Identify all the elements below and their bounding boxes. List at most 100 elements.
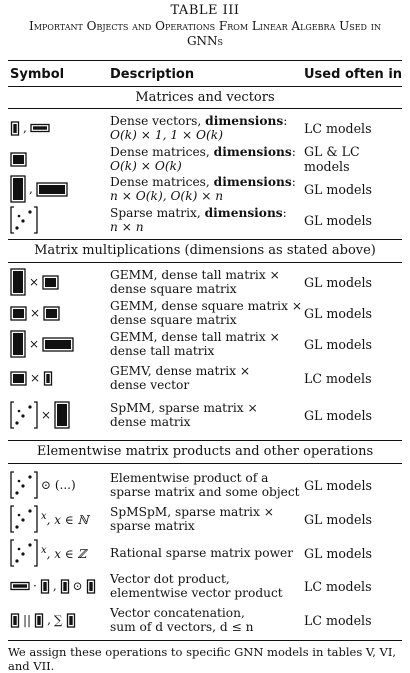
description-cell: Dense matrices, dimensions:n × O(k), O(k… [110,174,296,204]
dense-vector-icon [10,612,20,628]
dense-vector-icon [10,120,20,136]
symbol-cell: · , ⊙ [10,570,96,602]
header-description: Description [110,67,195,82]
dense-vector-icon [43,370,53,386]
description-cell: Sparse matrix, dimensions:n × n [110,205,287,235]
dense-tall-matrix-icon [10,330,26,358]
table-caption: Important Objects and Operations From Li… [29,19,381,48]
table-row: x, x ∈ ℕ SpMSpM, sparse matrix ×sparse m… [8,502,402,536]
table-row: · , ⊙ Vector dot product,elementwise vec… [8,570,402,602]
table-row: × SpMM, sparse matrix ×dense matrix GL m… [8,398,402,432]
symbol-cell: × [10,362,53,394]
used-cell: LC models [304,612,372,628]
sparse-matrix-icon [10,505,38,533]
table-row: Sparse matrix, dimensions:n × n GL model… [8,204,402,236]
dense-tall-matrix-icon [54,401,70,429]
used-cell: GL models [304,181,372,197]
symbol-cell: x, x ∈ ℕ [10,502,89,536]
used-cell: GL & LC models [304,144,360,174]
hadamard-operator-icon: ⊙ [72,579,83,593]
dense-row-vector-icon [30,123,50,133]
sum-operator-icon: ∑ [53,613,63,627]
table-number: TABLE III [170,3,240,18]
section-title: Matrix multiplications (dimensions as st… [34,243,376,258]
symbol-operator: , x ∈ ℤ [46,547,87,561]
symbol-cell: , [10,112,50,144]
dense-wide-matrix-icon [42,336,74,352]
section-rule [8,440,402,441]
dense-vector-icon [60,578,69,594]
symbol-operator: , x ∈ ℕ [46,513,89,527]
description-cell: Dense vectors, dimensions:O(k) × 1, 1 × … [110,113,288,143]
symbol-cell: × [10,266,59,298]
dense-square-matrix-icon [10,151,27,167]
symbol-cell [10,204,38,236]
header-used: Used often in [304,67,403,82]
section-title: Matrices and vectors [135,90,275,105]
table-row: x, x ∈ ℤ Rational sparse matrix power GL… [8,536,402,570]
dense-square-matrix-icon [10,370,27,386]
dense-vector-icon [86,578,95,594]
top-rule [8,60,402,62]
section-title: Elementwise matrix products and other op… [36,444,374,459]
description-cell: GEMV, dense matrix ×dense vector [110,363,251,393]
description-cell: Rational sparse matrix power [110,545,294,560]
bottom-rule [8,640,402,642]
description-cell: SpMM, sparse matrix ×dense matrix [110,400,258,430]
description-cell: SpMSpM, sparse matrix ×sparse matrix [110,504,274,534]
description-cell: GEMM, dense square matrix ×dense square … [110,298,303,328]
used-cell: LC models [304,370,372,386]
symbol-cell: ⊙ (...) [10,468,76,502]
power-exponent: x [41,511,47,522]
dense-wide-matrix-icon [36,181,68,197]
section-rule [8,463,402,464]
header-rule [8,86,402,87]
concat-operator-icon: || [23,613,32,627]
symbol-cell: || , ∑ [10,604,76,636]
dense-vector-icon [34,612,44,628]
description-cell: Dense matrices, dimensions:O(k) × O(k) [110,144,296,174]
description-cell: Vector dot product,elementwise vector pr… [110,571,283,601]
symbol-cell: × [10,328,74,360]
symbol-cell [10,144,27,174]
table-row: × GEMM, dense square matrix ×dense squar… [8,298,402,328]
dense-tall-matrix-icon [10,175,26,203]
table-row: × GEMV, dense matrix ×dense vector LC mo… [8,362,402,394]
used-cell: LC models [304,120,372,136]
dense-tall-matrix-icon [10,268,26,296]
symbol-operator: ⊙ (...) [41,478,76,492]
dense-vector-icon [66,612,75,628]
symbol-cell: x, x ∈ ℤ [10,536,86,570]
description-cell: Vector concatenation,sum of d vectors, d… [110,605,254,635]
dense-row-vector-icon [10,581,30,591]
dense-square-matrix-icon [10,305,27,321]
header-symbol: Symbol [10,67,65,82]
symbol-cell: × [10,298,60,328]
section-rule [8,262,402,263]
used-cell: GL models [304,407,372,423]
sparse-matrix-icon [10,206,38,234]
section-rule [8,108,402,109]
used-cell: GL models [304,336,372,352]
used-cell: GL models [304,545,372,561]
description-cell: GEMM, dense tall matrix ×dense tall matr… [110,329,280,359]
sparse-matrix-icon [10,401,38,429]
used-cell: GL models [304,274,372,290]
table-row: , Dense vectors, dimensions:O(k) × 1, 1 … [8,112,402,144]
dense-vector-icon [40,578,49,594]
table-row: Dense matrices, dimensions:O(k) × O(k) G… [8,144,402,174]
used-cell: GL models [304,305,372,321]
symbol-cell: × [10,398,70,432]
used-cell: GL models [304,212,372,228]
used-cell: LC models [304,578,372,594]
table-row: × GEMM, dense tall matrix ×dense tall ma… [8,328,402,360]
power-exponent: x [41,545,47,556]
dense-square-matrix-icon [42,274,59,290]
symbol-cell: , [10,174,68,204]
dot-operator-icon: · [33,579,37,593]
description-cell: GEMM, dense tall matrix ×dense square ma… [110,267,280,297]
used-cell: GL models [304,477,372,493]
section-rule [8,239,402,240]
